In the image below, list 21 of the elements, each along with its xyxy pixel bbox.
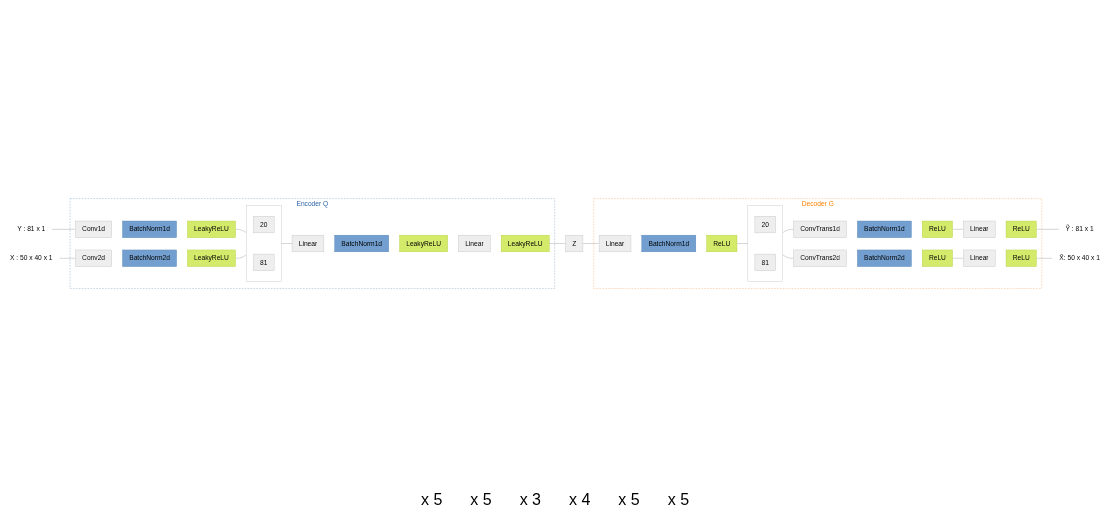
repeat-count: x 5	[420, 491, 443, 509]
cluster	[246, 205, 282, 282]
connector	[782, 254, 794, 259]
connector	[952, 229, 964, 230]
connector	[281, 243, 293, 244]
connector	[51, 229, 76, 230]
repeat-count: x 5	[618, 491, 640, 509]
cluster	[747, 205, 783, 282]
connector	[782, 229, 794, 233]
connector	[736, 243, 748, 244]
repeat-count: x 5	[667, 491, 690, 509]
repeat-count: x 3	[519, 491, 541, 509]
connector	[582, 243, 600, 244]
connector	[1036, 229, 1060, 230]
repeat-count: x 5	[470, 491, 492, 509]
connector	[235, 229, 247, 233]
connector	[235, 254, 247, 259]
connector	[549, 243, 566, 244]
connector	[59, 258, 76, 259]
repeat-count: x 4	[569, 491, 591, 509]
connector	[1036, 258, 1053, 259]
